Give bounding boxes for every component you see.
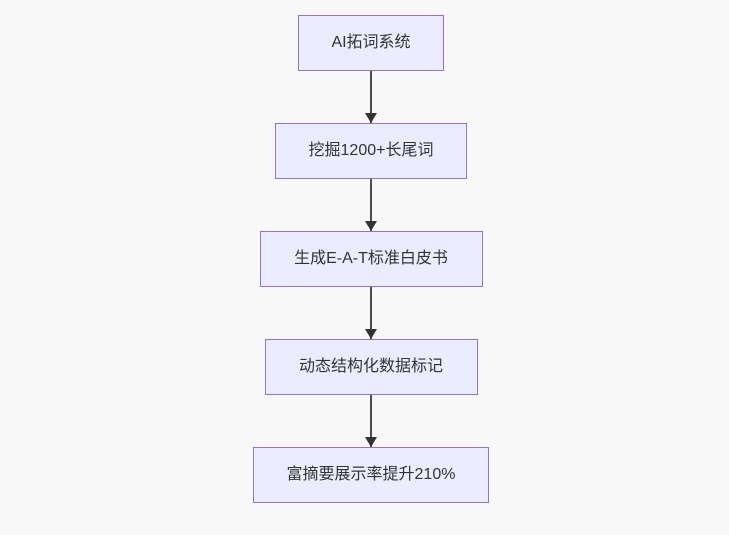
flow-node-ai-word-expansion-system: AI拓词系统 [298, 15, 444, 71]
flow-node-mine-longtail-keywords: 挖掘1200+长尾词 [275, 123, 467, 179]
flowchart: AI拓词系统 挖掘1200+长尾词 生成E-A-T标准白皮书 动态结构化数据标记… [253, 15, 489, 503]
flow-node-label: 挖掘1200+长尾词 [308, 142, 434, 159]
arrow-down-connector [370, 287, 372, 339]
arrow-down-connector [370, 395, 372, 447]
flow-node-label: 生成E-A-T标准白皮书 [294, 250, 448, 267]
flow-node-label: 富摘要展示率提升210% [286, 466, 456, 483]
arrow-down-connector [370, 179, 372, 231]
flow-node-generate-eat-whitepaper: 生成E-A-T标准白皮书 [259, 231, 483, 287]
flow-node-dynamic-structured-data-markup: 动态结构化数据标记 [264, 339, 478, 395]
arrow-down-connector [370, 71, 372, 123]
flow-node-label: 动态结构化数据标记 [298, 358, 443, 375]
flow-node-label: AI拓词系统 [331, 34, 411, 51]
flow-node-rich-snippet-rate-increase: 富摘要展示率提升210% [253, 447, 489, 503]
